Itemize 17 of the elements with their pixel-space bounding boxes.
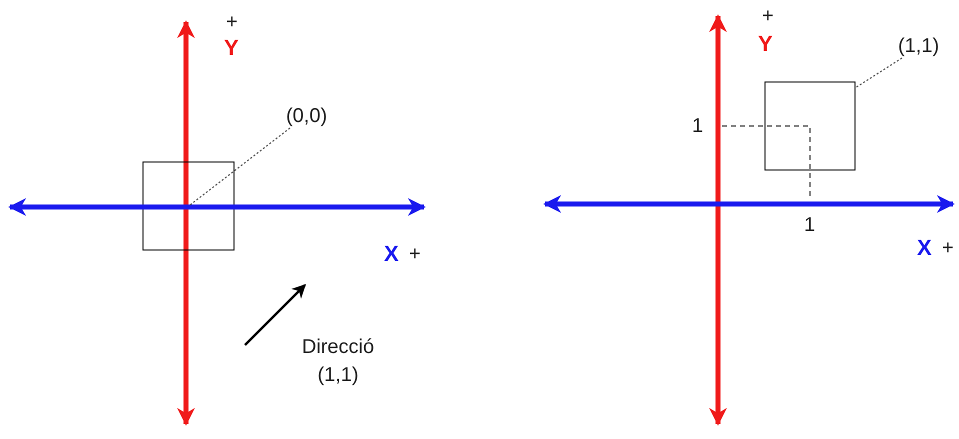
axis-label: X bbox=[384, 242, 399, 266]
square-outline bbox=[764, 82, 856, 170]
leader-line bbox=[190, 128, 290, 206]
plus-sign: + bbox=[226, 10, 238, 34]
plus-sign: + bbox=[942, 236, 954, 260]
direction-label: Direcció (1,1) bbox=[300, 335, 376, 388]
leader-line bbox=[854, 58, 902, 88]
plus-sign: + bbox=[762, 4, 774, 28]
plus-sign: + bbox=[409, 242, 421, 266]
coordinate-label: (0,0) bbox=[286, 104, 328, 128]
tick-label: 1 bbox=[804, 213, 816, 237]
tick-label: 1 bbox=[692, 114, 704, 138]
axis-label: Y bbox=[758, 32, 773, 56]
axis-label: Y bbox=[224, 36, 239, 60]
axis-label: X bbox=[917, 236, 932, 260]
coordinate-label: (1,1) bbox=[898, 34, 940, 58]
square-outline bbox=[142, 162, 234, 250]
